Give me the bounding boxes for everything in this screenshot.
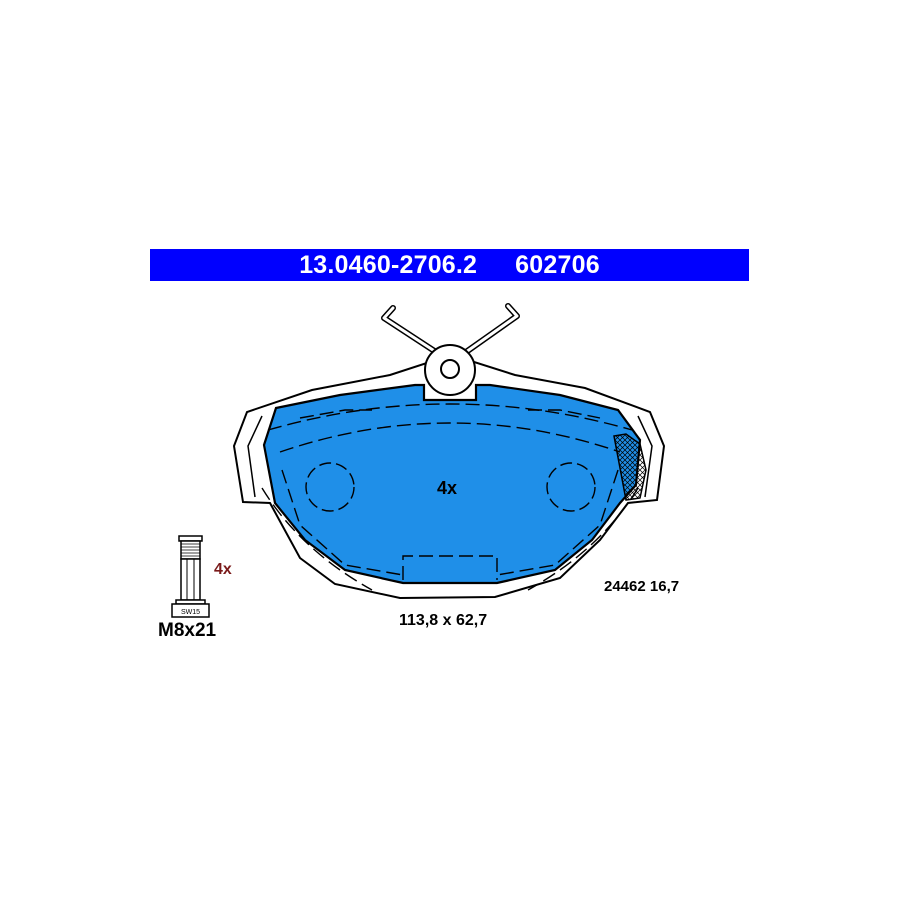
pad-code-label: 24462 16,7 xyxy=(604,578,680,595)
piston-circle-left xyxy=(305,462,355,512)
bolt-head-label: SW15 xyxy=(181,609,200,616)
bolt-quantity-label: 4x xyxy=(214,561,232,578)
friction-lining xyxy=(262,383,642,585)
bolt-size-label: M8x21 xyxy=(158,620,217,641)
clip-hole xyxy=(440,359,460,379)
pad-quantity-label: 4x xyxy=(437,478,458,498)
dashed-outlines xyxy=(261,403,639,591)
backing-plate-edge-right xyxy=(637,415,653,498)
bolt-drawing xyxy=(171,535,210,618)
spring-clip-inner xyxy=(382,304,519,354)
part-number: 13.0460-2706.2 xyxy=(299,250,478,279)
backing-plate-edge-left xyxy=(247,415,263,498)
wear-indicator-hatch xyxy=(613,433,647,501)
reference-number: 602706 xyxy=(515,250,600,279)
pad-dimensions-label: 113,8 x 62,7 xyxy=(399,612,488,629)
piston-circle-right xyxy=(546,462,596,512)
part-number-banner: 13.0460-2706.2 602706 xyxy=(150,249,749,281)
